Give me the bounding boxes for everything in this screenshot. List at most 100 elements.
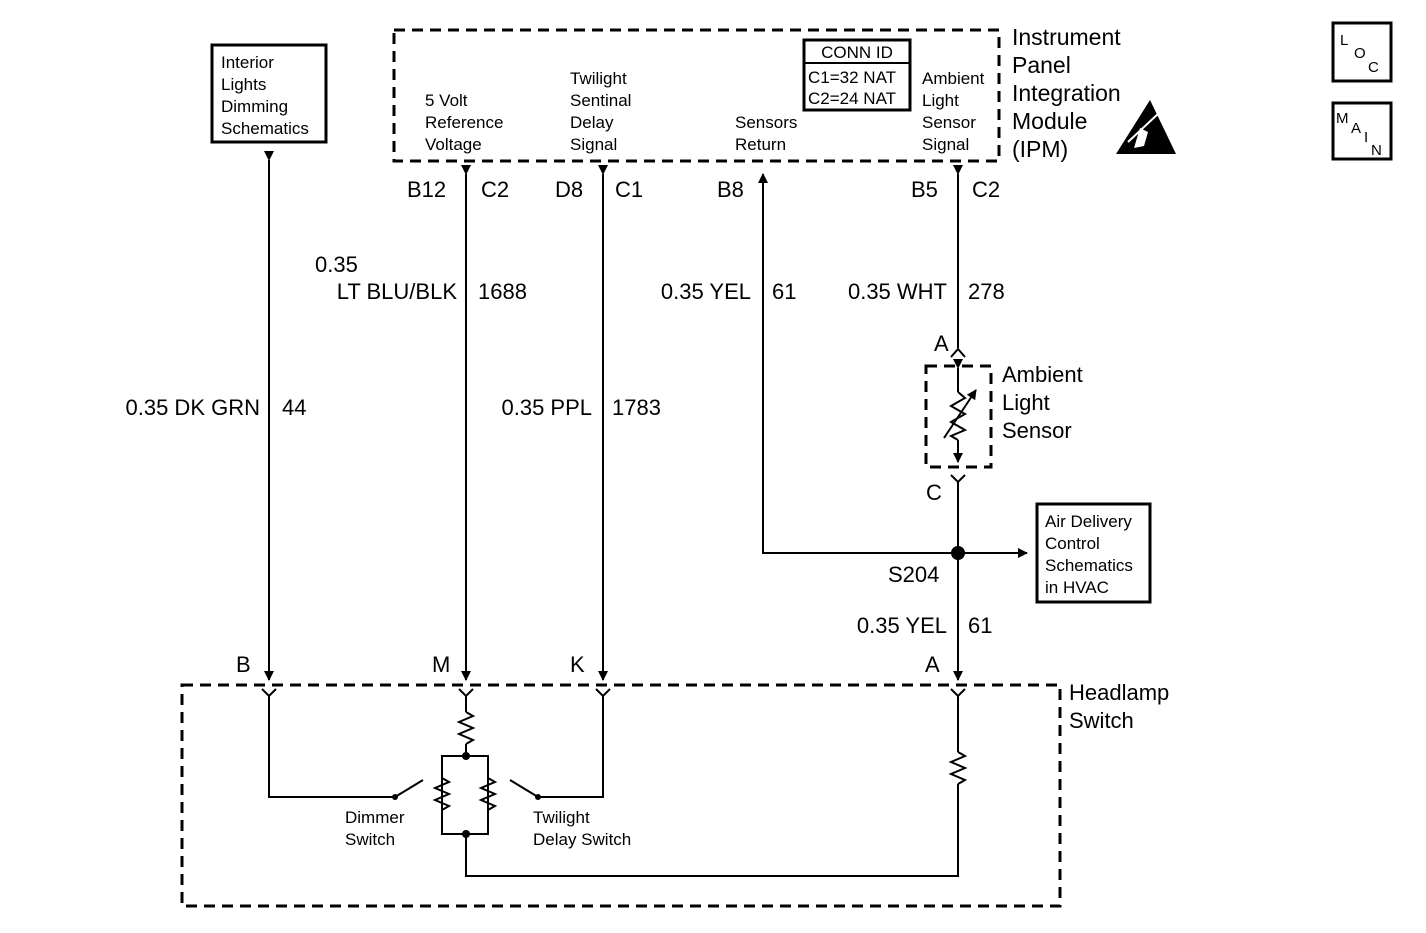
sensor-pin-a: A xyxy=(934,331,949,356)
conn-id-c1: C1=32 NAT xyxy=(808,68,896,87)
main-letter-i: I xyxy=(1364,129,1368,146)
ambient-label-1: Ambient xyxy=(922,69,985,88)
interior-line-3: Dimming xyxy=(221,97,288,116)
headlamp-pin-k: K xyxy=(570,652,585,677)
wire-1688-gauge: 0.35 xyxy=(315,252,358,277)
twilight-label-1: Twilight xyxy=(570,69,627,88)
wire-61-color-bottom: 0.35 YEL xyxy=(857,613,947,638)
ipm-name-1: Instrument xyxy=(1012,24,1121,50)
ipm-name-5: (IPM) xyxy=(1012,136,1068,162)
dimmer-lead xyxy=(268,696,395,798)
connector-k xyxy=(595,688,611,698)
sensor-name-1: Ambient xyxy=(1002,362,1083,387)
ipm-module: 5 Volt Reference Voltage Twilight Sentin… xyxy=(392,24,1176,163)
conn-c2-ambient: C2 xyxy=(972,177,1000,202)
headlamp-switch: Headlamp Switch B M K A Dimmer Switch Tw… xyxy=(180,652,1169,908)
sensors-return-label-1: Sensors xyxy=(735,113,797,132)
headlamp-return-wire xyxy=(465,784,959,877)
sensor-name-2: Light xyxy=(1002,390,1050,415)
main-letter-n: N xyxy=(1371,142,1382,159)
conn-id-table: CONN ID C1=32 NAT C2=24 NAT xyxy=(802,38,912,112)
resistor-m xyxy=(456,711,476,745)
hvac-reference[interactable]: Air Delivery Control Schematics in HVAC xyxy=(1035,502,1152,604)
ipm-dashed-outline xyxy=(392,28,1001,163)
loc-letter-c: C xyxy=(1368,59,1379,76)
main-letter-a: A xyxy=(1351,120,1361,137)
ref-voltage-label-3: Voltage xyxy=(425,135,482,154)
wire-44-circuit: 44 xyxy=(282,395,306,420)
ambient-label-4: Signal xyxy=(922,135,969,154)
sensors-return-label-2: Return xyxy=(735,135,786,154)
headlamp-name-1: Headlamp xyxy=(1069,680,1169,705)
ipm-name-3: Integration xyxy=(1012,80,1121,106)
hvac-line-3: Schematics xyxy=(1045,556,1133,575)
esd-warning-icon xyxy=(1116,100,1176,154)
connector-b xyxy=(261,688,277,698)
ipm-name-2: Panel xyxy=(1012,52,1071,78)
ambient-label-2: Light xyxy=(922,91,959,110)
twilight-lead xyxy=(538,696,604,798)
wire-61-circuit-top: 61 xyxy=(772,279,796,304)
conn-c1-twilight: C1 xyxy=(615,177,643,202)
splice-label: S204 xyxy=(888,562,939,587)
ref-voltage-label-1: 5 Volt xyxy=(425,91,468,110)
twilight-switch-label-2: Delay Switch xyxy=(533,830,631,849)
twilight-label-4: Signal xyxy=(570,135,617,154)
loc-icon[interactable]: L O C xyxy=(1331,21,1393,83)
wire-61-circuit-bottom: 61 xyxy=(968,613,992,638)
ambient-label-3: Sensor xyxy=(922,113,976,132)
wire-1688-color: LT BLU/BLK xyxy=(337,279,458,304)
interior-line-1: Interior xyxy=(221,53,274,72)
rheostat-left xyxy=(432,777,452,811)
wire-61-color-top: 0.35 YEL xyxy=(661,279,751,304)
sensor-dashed-outline xyxy=(924,364,993,469)
interior-lights-box xyxy=(210,43,328,144)
hvac-line-4: in HVAC xyxy=(1045,578,1109,597)
hvac-line-2: Control xyxy=(1045,534,1100,553)
rheostat-right xyxy=(478,777,498,811)
wire-1783-color: 0.35 PPL xyxy=(501,395,592,420)
ref-voltage-label-2: Reference xyxy=(425,113,503,132)
resistor-a xyxy=(948,751,968,785)
sensor-connector-a xyxy=(950,347,966,358)
dimmer-label-1: Dimmer xyxy=(345,808,405,827)
wire-1688-circuit: 1688 xyxy=(478,279,527,304)
pin-b8: B8 xyxy=(717,177,744,202)
headlamp-pin-a: A xyxy=(925,652,940,677)
wire-44-color: 0.35 DK GRN xyxy=(126,395,261,420)
headlamp-name-2: Switch xyxy=(1069,708,1134,733)
interior-line-4: Schematics xyxy=(221,119,309,138)
conn-id-title: CONN ID xyxy=(821,43,893,62)
headlamp-dashed-outline xyxy=(180,683,1062,908)
twilight-label-3: Delay xyxy=(570,113,614,132)
wire-61-yel-return xyxy=(758,173,958,554)
twilight-label-2: Sentinal xyxy=(570,91,631,110)
conn-id-c2: C2=24 NAT xyxy=(808,89,896,108)
sensor-connector-c xyxy=(950,474,966,484)
hvac-box xyxy=(1035,502,1152,604)
sensor-pin-c: C xyxy=(926,480,942,505)
ambient-light-sensor: A Ambient Light Sensor C xyxy=(924,331,1083,505)
pin-b12: B12 xyxy=(407,177,446,202)
sensor-name-3: Sensor xyxy=(1002,418,1072,443)
headlamp-pin-m: M xyxy=(432,652,450,677)
main-letter-m: M xyxy=(1336,110,1349,127)
dimmer-switch-blade xyxy=(394,779,424,798)
pin-b5: B5 xyxy=(911,177,938,202)
main-icon[interactable]: M A I N xyxy=(1331,101,1393,161)
loc-letter-l: L xyxy=(1340,32,1348,49)
loc-letter-o: O xyxy=(1354,45,1366,62)
wire-1783-circuit: 1783 xyxy=(612,395,661,420)
interior-lights-reference[interactable]: Interior Lights Dimming Schematics xyxy=(210,43,328,144)
hvac-line-1: Air Delivery xyxy=(1045,512,1132,531)
pin-d8: D8 xyxy=(555,177,583,202)
conn-id-box xyxy=(802,38,912,112)
twilight-switch-blade xyxy=(509,779,539,798)
headlamp-pin-b: B xyxy=(236,652,251,677)
connector-a xyxy=(950,688,966,698)
interior-line-2: Lights xyxy=(221,75,266,94)
dimmer-label-2: Switch xyxy=(345,830,395,849)
connector-m xyxy=(458,688,474,698)
sensor-variable-arrow xyxy=(943,389,977,439)
